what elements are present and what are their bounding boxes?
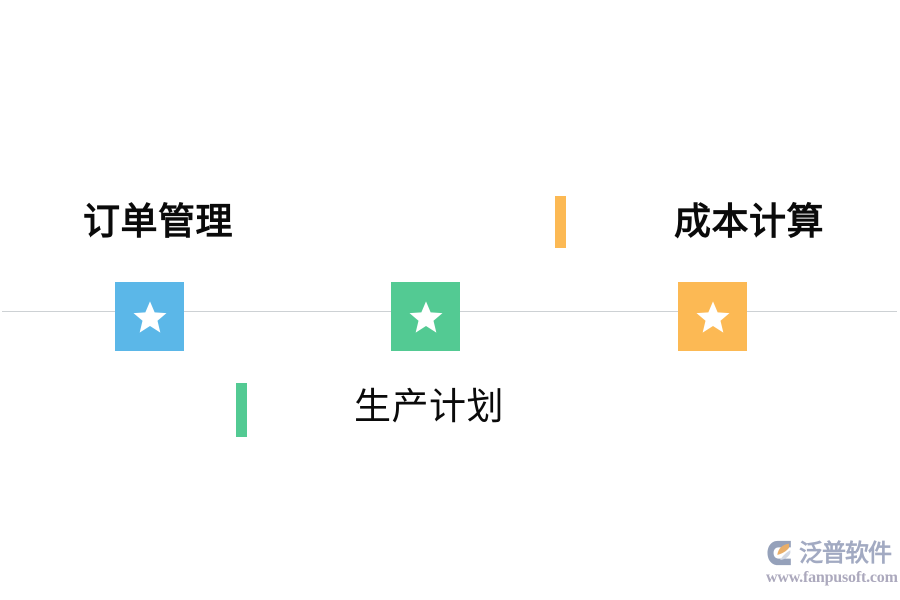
star-icon xyxy=(409,300,442,333)
connector-bar-orange xyxy=(555,196,566,248)
milestone-label-production-plan: 生产计划 xyxy=(354,386,504,427)
watermark-brand-row: 泛普软件 xyxy=(766,538,894,568)
milestone-label-order-management: 订单管理 xyxy=(83,201,233,242)
watermark-brand-text: 泛普软件 xyxy=(799,539,892,567)
watermark-url-text: www.fanpusoft.com xyxy=(766,569,898,586)
fanpu-arc-logo-icon xyxy=(767,540,791,566)
milestone-node-production-plan[interactable] xyxy=(391,282,460,351)
watermark: 泛普软件 www.fanpusoft.com xyxy=(766,538,898,586)
milestone-node-order-management[interactable] xyxy=(115,282,184,351)
star-icon xyxy=(696,300,729,333)
milestone-label-cost-calculation: 成本计算 xyxy=(674,201,824,242)
connector-bar-green xyxy=(236,383,247,437)
milestone-node-cost-calculation[interactable] xyxy=(678,282,747,351)
star-icon xyxy=(133,300,166,333)
